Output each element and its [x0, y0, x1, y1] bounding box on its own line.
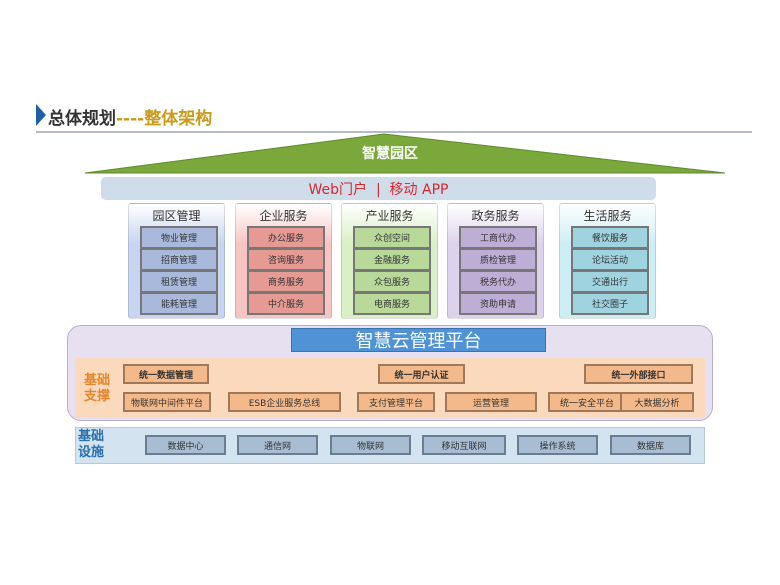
service-item: 众创空间 [353, 226, 431, 249]
column-title: 生活服务 [583, 209, 632, 223]
service-item: 质检管理 [459, 248, 537, 271]
platform-box: 大数据分析 [620, 392, 694, 412]
infra-label-line1: 基础 [78, 429, 105, 444]
service-item: 中介服务 [247, 292, 325, 315]
service-column: 园区管理物业管理招商管理租赁管理能耗管理 [128, 203, 225, 319]
roof-triangle [84, 133, 726, 174]
platform-box: 统一数据管理 [123, 364, 209, 384]
title-arrow-icon [36, 104, 46, 126]
service-column: 产业服务众创空间金融服务众包服务电商服务 [341, 203, 438, 319]
service-column: 企业服务办公服务咨询服务商务服务中介服务 [235, 203, 332, 319]
service-item: 商务服务 [247, 270, 325, 293]
service-item: 电商服务 [353, 292, 431, 315]
service-item: 能耗管理 [140, 292, 218, 315]
infrastructure-box: 操作系统 [517, 435, 598, 455]
service-column: 生活服务餐饮服务论坛活动交通出行社交圈子 [559, 203, 656, 319]
column-title: 园区管理 [152, 209, 201, 223]
service-item: 金融服务 [353, 248, 431, 271]
infrastructure-box: 通信网 [237, 435, 318, 455]
title-divider [36, 131, 752, 133]
platform-box: 支付管理平台 [357, 392, 435, 412]
support-label-line1: 基础 [84, 373, 111, 388]
service-item: 租赁管理 [140, 270, 218, 293]
platform-box: 运营管理 [445, 392, 537, 412]
service-item: 众包服务 [353, 270, 431, 293]
service-column: 政务服务工商代办质检管理税务代办资助申请 [447, 203, 544, 319]
service-item: 工商代办 [459, 226, 537, 249]
service-item: 税务代办 [459, 270, 537, 293]
portal-bar: Web门户 | 移动 APP [101, 177, 656, 200]
infrastructure-label: 基础设施 [78, 429, 104, 461]
infrastructure-box: 数据库 [610, 435, 691, 455]
service-item: 社交圈子 [571, 292, 649, 315]
column-title: 政务服务 [471, 209, 520, 223]
infrastructure-box: 数据中心 [145, 435, 226, 455]
platform-title: 智慧云管理平台 [291, 328, 546, 352]
column-title: 企业服务 [259, 209, 308, 223]
title-main: 总体规划 [48, 109, 116, 129]
support-label-line2: 支撑 [84, 389, 111, 404]
portal-label: Web门户 | 移动 APP [308, 181, 449, 198]
platform-box: ESB企业服务总线 [228, 392, 341, 412]
service-item: 交通出行 [571, 270, 649, 293]
roof-label: 智慧园区 [362, 146, 418, 162]
service-item: 招商管理 [140, 248, 218, 271]
title-sub: ----整体架构 [116, 109, 213, 129]
service-item: 物业管理 [140, 226, 218, 249]
column-title: 产业服务 [365, 209, 414, 223]
service-item: 论坛活动 [571, 248, 649, 271]
platform-box: 统一外部接口 [584, 364, 693, 384]
service-item: 咨询服务 [247, 248, 325, 271]
service-item: 资助申请 [459, 292, 537, 315]
infrastructure-box: 物联网 [330, 435, 411, 455]
infra-label-line2: 设施 [78, 445, 105, 460]
platform-box: 物联网中间件平台 [123, 392, 211, 412]
support-label: 基础支撑 [84, 373, 110, 405]
service-item: 餐饮服务 [571, 226, 649, 249]
page-title: 总体规划----整体架构 [48, 104, 212, 129]
platform-box: 统一用户认证 [378, 364, 465, 384]
service-item: 办公服务 [247, 226, 325, 249]
platform-box: 统一安全平台 [548, 392, 626, 412]
infrastructure-box: 移动互联网 [422, 435, 506, 455]
